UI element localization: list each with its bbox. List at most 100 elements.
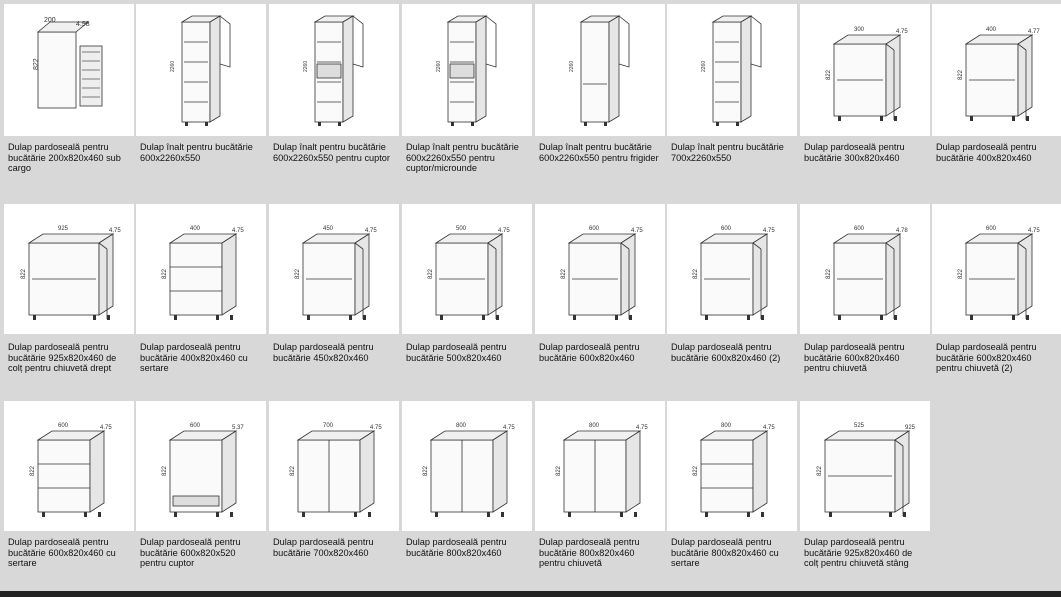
product-caption[interactable]: Dulap pardoseală pentru bucătărie 600x82… (539, 342, 640, 363)
dim-width-label: 600 (986, 226, 997, 232)
product-caption[interactable]: Dulap pardoseală pentru bucătărie 925x82… (804, 537, 913, 569)
dim-height-label: 822 (21, 268, 27, 279)
product-caption[interactable]: Dulap pardoseală pentru bucătărie 400x82… (936, 142, 1037, 163)
product-image[interactable]: 2260 (535, 4, 665, 136)
cabinet-drawing (180, 15, 231, 126)
corner-sink-cabinet-icon: 925 4.75 822 (21, 226, 121, 320)
product-image[interactable]: 2260 (402, 4, 532, 136)
dim-depth-label: 4.75 (100, 425, 112, 431)
tall-fridge-cabinet-icon: 2260 (569, 15, 630, 126)
dim-width-label: 600 (589, 226, 600, 232)
cabinet-drawing (964, 34, 1034, 121)
dim-height-label: 822 (295, 268, 301, 279)
bottom-bar (0, 591, 1061, 597)
dim-height-label: 822 (958, 268, 964, 279)
product-image[interactable]: 600 4.75 822 (4, 401, 134, 531)
product-caption[interactable]: Dulap înalt pentru bucătărie 600x2260x55… (406, 142, 519, 174)
product-caption[interactable]: Dulap înalt pentru bucătărie 600x2260x55… (539, 142, 659, 163)
product-caption[interactable]: Dulap pardoseală pentru bucătărie 925x82… (8, 342, 117, 374)
product-image[interactable]: 2260 (667, 4, 797, 136)
dim-depth-label: 4.75 (763, 228, 775, 234)
dim-width-label: 800 (589, 423, 600, 429)
product-caption[interactable]: Dulap pardoseală pentru bucătărie 800x82… (539, 537, 640, 569)
product-caption[interactable]: Dulap pardoseală pentru bucătărie 700x82… (273, 537, 374, 558)
product-caption[interactable]: Dulap pardoseală pentru bucătărie 400x82… (140, 342, 248, 374)
cabinet-drawing (446, 15, 497, 126)
product-caption[interactable]: Dulap pardoseală pentru bucătărie 600x82… (671, 342, 781, 363)
product-caption[interactable]: Dulap pardoseală pentru bucătărie 800x82… (671, 537, 779, 569)
product-caption[interactable]: Dulap pardoseală pentru bucătărie 600x82… (8, 537, 116, 569)
dim-width-label: 300 (854, 27, 865, 33)
dim-height-label: 822 (33, 58, 40, 70)
dim-width-label: 800 (456, 423, 467, 429)
product-caption[interactable]: Dulap pardoseală pentru bucătărie 600x82… (140, 537, 241, 569)
dim-height-label: 822 (30, 465, 36, 476)
product-image[interactable]: 2260 (136, 4, 266, 136)
product-caption[interactable]: Dulap înalt pentru bucătărie 600x2260x55… (140, 142, 253, 163)
product-caption[interactable]: Dulap pardoseală pentru bucătărie 200x82… (8, 142, 121, 174)
product-caption[interactable]: Dulap pardoseală pentru bucătărie 600x82… (804, 342, 905, 374)
product-caption[interactable]: Dulap pardoseală pentru bucătărie 600x82… (936, 342, 1037, 374)
dim-depth-label: 4.75 (109, 228, 121, 234)
product-image[interactable]: 925 4.75 822 (4, 204, 134, 334)
dim-width-label: 600 (58, 423, 69, 429)
cabinet-drawing (832, 34, 902, 121)
dim-height-label: 822 (826, 268, 832, 279)
product-caption[interactable]: Dulap pardoseală pentru bucătărie 500x82… (406, 342, 507, 363)
cabinet-drawing (168, 430, 238, 517)
product-image[interactable]: 2260 (269, 4, 399, 136)
product-caption[interactable]: Dulap pardoseală pentru bucătărie 450x82… (273, 342, 374, 363)
dim-height-label: 822 (162, 465, 168, 476)
product-caption[interactable]: Dulap înalt pentru bucătărie 700x2260x55… (671, 142, 784, 163)
dim-width-label: 925 (58, 226, 69, 232)
dim-depth-label: 4.75 (365, 228, 377, 234)
dim-height-label: 2260 (436, 61, 442, 72)
product-caption[interactable]: Dulap înalt pentru bucătărie 600x2260x55… (273, 142, 390, 163)
product-caption[interactable]: Dulap pardoseală pentru bucătărie 800x82… (406, 537, 507, 558)
product-caption[interactable]: Dulap pardoseală pentru bucătărie 300x82… (804, 142, 905, 163)
